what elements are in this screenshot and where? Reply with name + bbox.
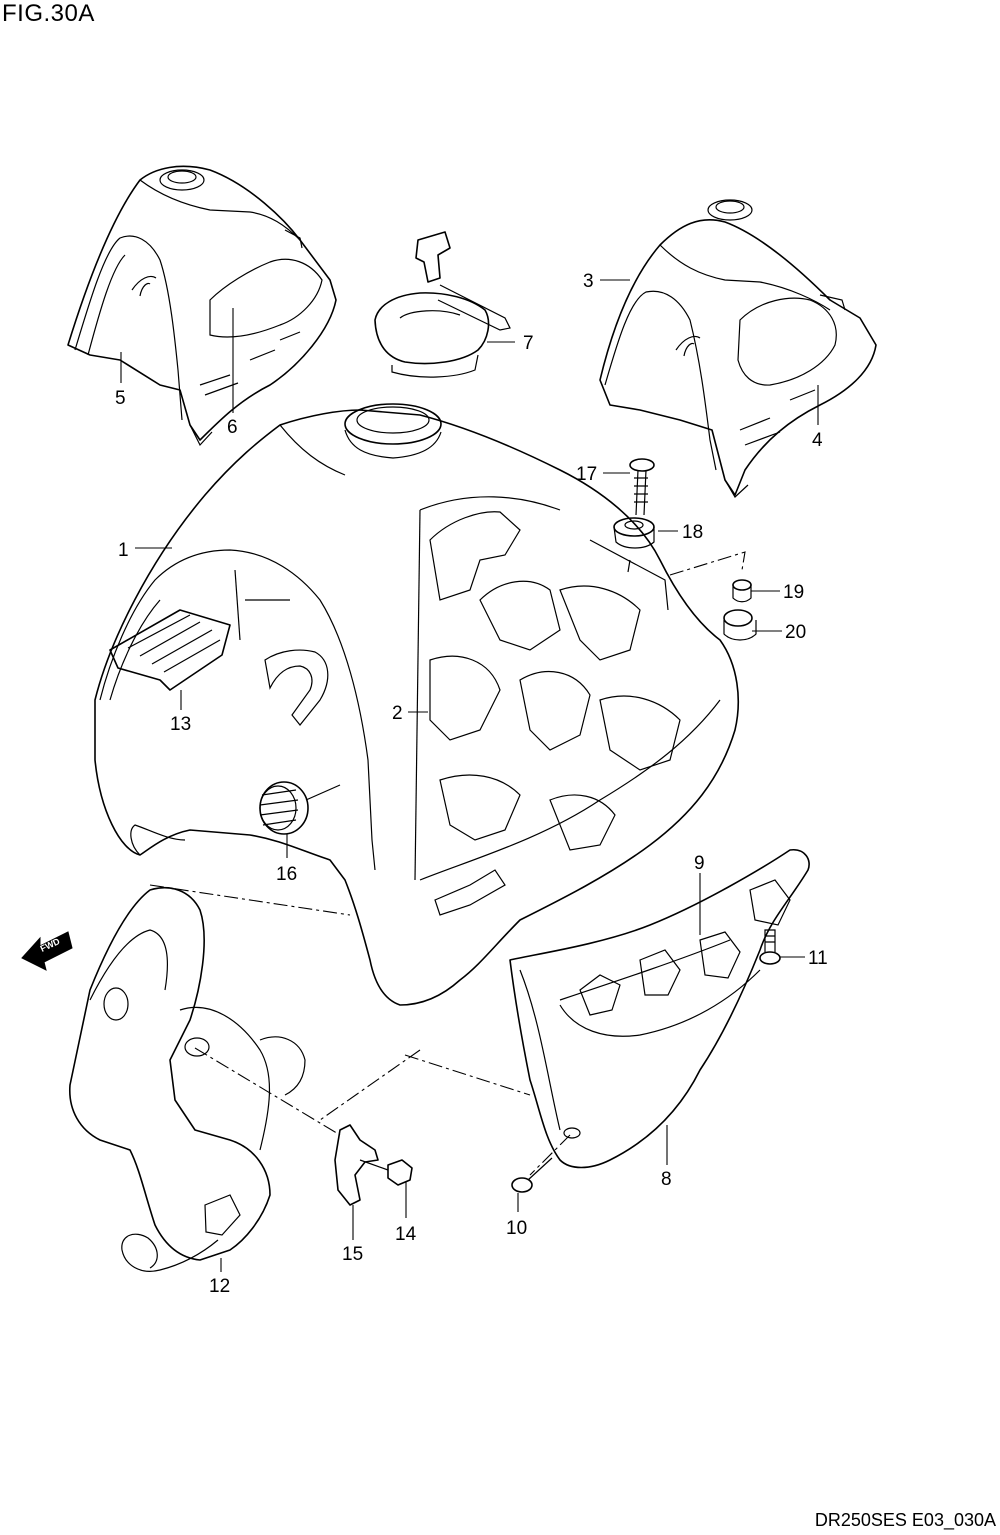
callout-1: 1	[118, 540, 129, 561]
callout-12: 12	[209, 1276, 230, 1297]
bolt	[759, 929, 781, 965]
fuel-tank	[94, 403, 740, 1006]
tank-shroud	[69, 887, 306, 1272]
side-cover-decal	[579, 879, 791, 1016]
bolt	[511, 1157, 553, 1193]
clip	[334, 1124, 379, 1206]
document-code: DR250SES E03_030A	[814, 1510, 996, 1530]
callout-labels: 1 2 3 4 5 6 7 8 9 10 11 12 13 14 15 16 1…	[115, 271, 828, 1297]
callout-4: 4	[812, 430, 823, 451]
cushion	[109, 609, 231, 691]
callout-19: 19	[783, 582, 804, 603]
callout-15: 15	[342, 1244, 363, 1265]
callout-11: 11	[808, 948, 828, 969]
callout-7: 7	[523, 333, 534, 354]
callout-20: 20	[785, 622, 806, 643]
callout-5: 5	[115, 388, 126, 409]
fuel-cock-knob	[259, 781, 341, 835]
callout-16: 16	[276, 864, 297, 885]
side-cover	[509, 849, 810, 1169]
callout-8: 8	[661, 1169, 672, 1190]
collar	[732, 579, 752, 603]
fwd-arrow-icon: FWD	[21, 931, 73, 971]
callout-18: 18	[682, 522, 703, 543]
fuel-cap	[374, 231, 511, 378]
tank-variant-left	[67, 165, 337, 447]
figure-title: FIG.30A	[2, 0, 95, 27]
leader-lines	[120, 279, 819, 1272]
callout-17: 17	[576, 464, 597, 485]
assembly-lines	[149, 551, 746, 1176]
cushion	[723, 609, 757, 641]
callout-9: 9	[694, 853, 705, 874]
callout-3: 3	[583, 271, 594, 292]
bolt	[629, 458, 655, 516]
screw	[359, 1159, 413, 1186]
tank-variant-right	[599, 199, 877, 498]
callout-13: 13	[170, 714, 191, 735]
tank-graphic	[429, 511, 681, 916]
callout-2: 2	[392, 703, 403, 724]
callout-6: 6	[227, 417, 238, 438]
cushion	[613, 517, 655, 573]
callout-14: 14	[395, 1224, 417, 1245]
callout-10: 10	[506, 1218, 527, 1239]
